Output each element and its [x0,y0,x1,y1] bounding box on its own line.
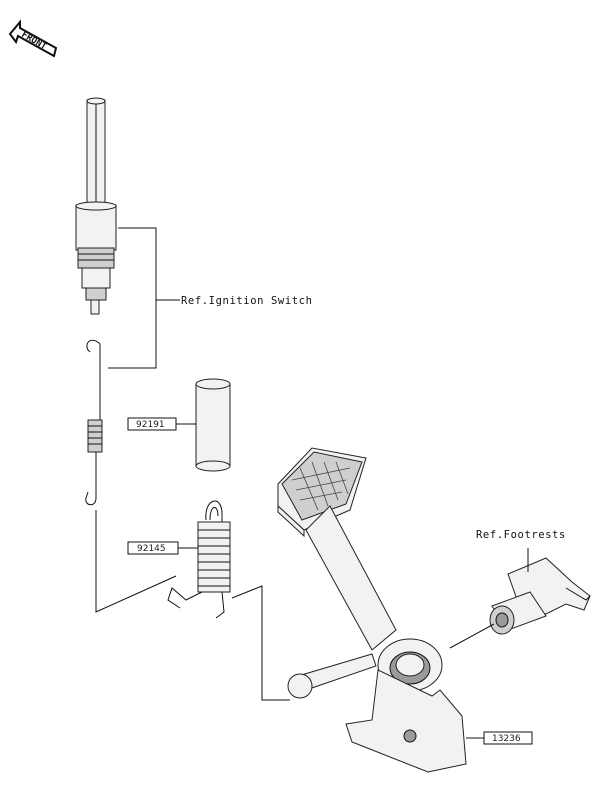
part-13236-label: 13236 [492,734,521,744]
brake-pedal-part [277,447,467,773]
footrest-mount-part [489,557,591,635]
front-arrow-indicator: FRONT [8,19,58,58]
part-92145-label: 92145 [137,544,166,554]
front-label: FRONT [20,30,49,52]
front-arrow-icon [8,19,58,58]
part-92191-label: 92191 [136,420,165,430]
sleeve-part [195,378,231,472]
ref-ignition-switch-label: Ref.Ignition Switch [181,295,313,307]
switch-spring-part [85,339,103,506]
brake-switch-part [75,97,117,315]
ref-footrests-label: Ref.Footrests [476,529,566,541]
return-spring-part [167,500,231,619]
